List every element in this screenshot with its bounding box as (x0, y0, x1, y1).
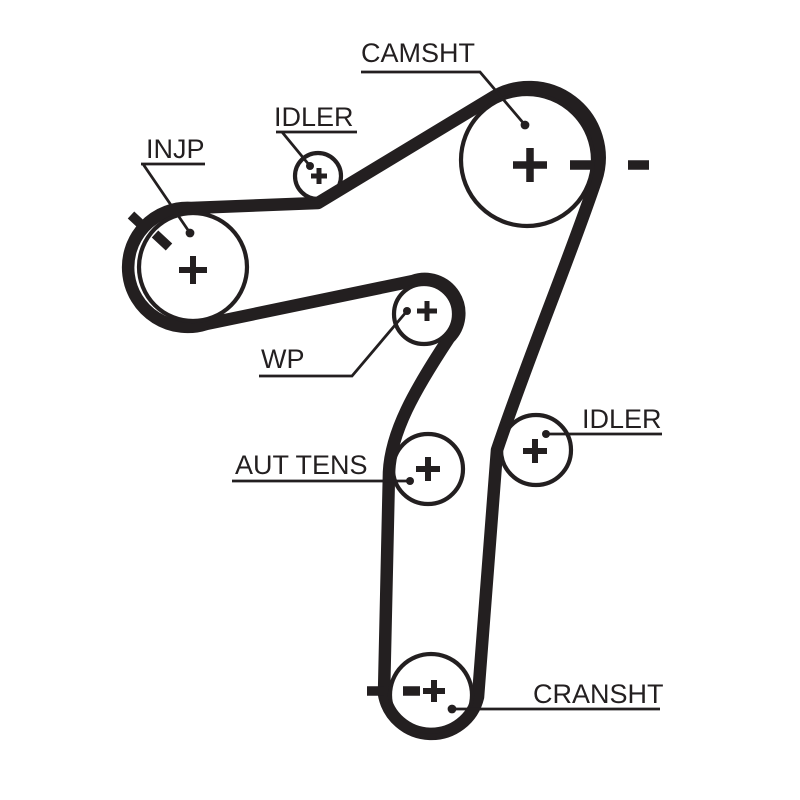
auto-tensioner-label: AUT TENS (235, 450, 368, 480)
injection-pump-callout: INJP (141, 134, 205, 238)
idler-top-callout: IDLER (274, 102, 357, 170)
crankshaft-callout: CRANSHT (447, 679, 664, 714)
injection-pump-label: INJP (146, 134, 205, 164)
idler-lower-plus-icon (523, 439, 547, 463)
pulley-idler-top (292, 150, 344, 202)
idler-top-leader-line (276, 130, 357, 167)
camshaft-label: CAMSHT (361, 38, 475, 68)
crankshaft-label: CRANSHT (533, 679, 664, 709)
camshaft-plus-icon (513, 148, 547, 182)
water-pump-leader-line (259, 310, 409, 378)
pulley-crankshaft (387, 651, 475, 739)
camshaft-leader-line (361, 70, 527, 126)
injection-pump-timing-mark (127, 211, 173, 251)
auto-tensioner-plus-icon (416, 457, 440, 481)
camshaft-callout: CAMSHT (361, 38, 530, 130)
idler-lower-pulley-circle (498, 412, 574, 488)
pulley-auto-tensioner (390, 431, 466, 507)
auto-tensioner-leader-dot (406, 477, 414, 485)
idler-top-pulley-circle (292, 150, 344, 202)
pulley-injection-pump (136, 210, 250, 324)
idler-lower-leader-dot (542, 430, 550, 438)
crankshaft-leader-dot (447, 704, 457, 714)
water-pump-callout: WP (259, 307, 411, 378)
pulley-camshaft (458, 91, 596, 229)
crankshaft-plus-icon (423, 680, 445, 702)
injection-pump-timing-dash-outer (127, 211, 149, 232)
water-pump-leader-dot (403, 307, 411, 315)
camshaft-leader-dot (520, 120, 530, 130)
crankshaft-pulley-circle (387, 651, 475, 739)
injection-pump-pulley-circle (136, 210, 250, 324)
injection-pump-timing-dash-inner (151, 230, 173, 251)
idler-top-leader-dot (306, 162, 314, 170)
auto-tensioner-callout: AUT TENS (232, 450, 414, 485)
injection-pump-leader-line (141, 162, 205, 234)
timing-belt-path (121, 80, 606, 741)
idler-top-label: IDLER (274, 102, 354, 132)
auto-tensioner-pulley-circle (390, 431, 466, 507)
injection-pump-plus-icon (179, 256, 207, 284)
pulley-water-pump (391, 281, 457, 347)
water-pump-label: WP (261, 344, 305, 374)
injection-pump-leader-dot (185, 228, 195, 238)
idler-lower-label: IDLER (582, 404, 662, 434)
water-pump-pulley-circle (391, 281, 457, 347)
pulley-idler-lower (498, 412, 574, 488)
idler-lower-callout: IDLER (542, 404, 662, 438)
water-pump-plus-icon (417, 301, 437, 321)
camshaft-pulley-circle (458, 91, 596, 229)
idler-top-plus-icon (311, 168, 327, 184)
